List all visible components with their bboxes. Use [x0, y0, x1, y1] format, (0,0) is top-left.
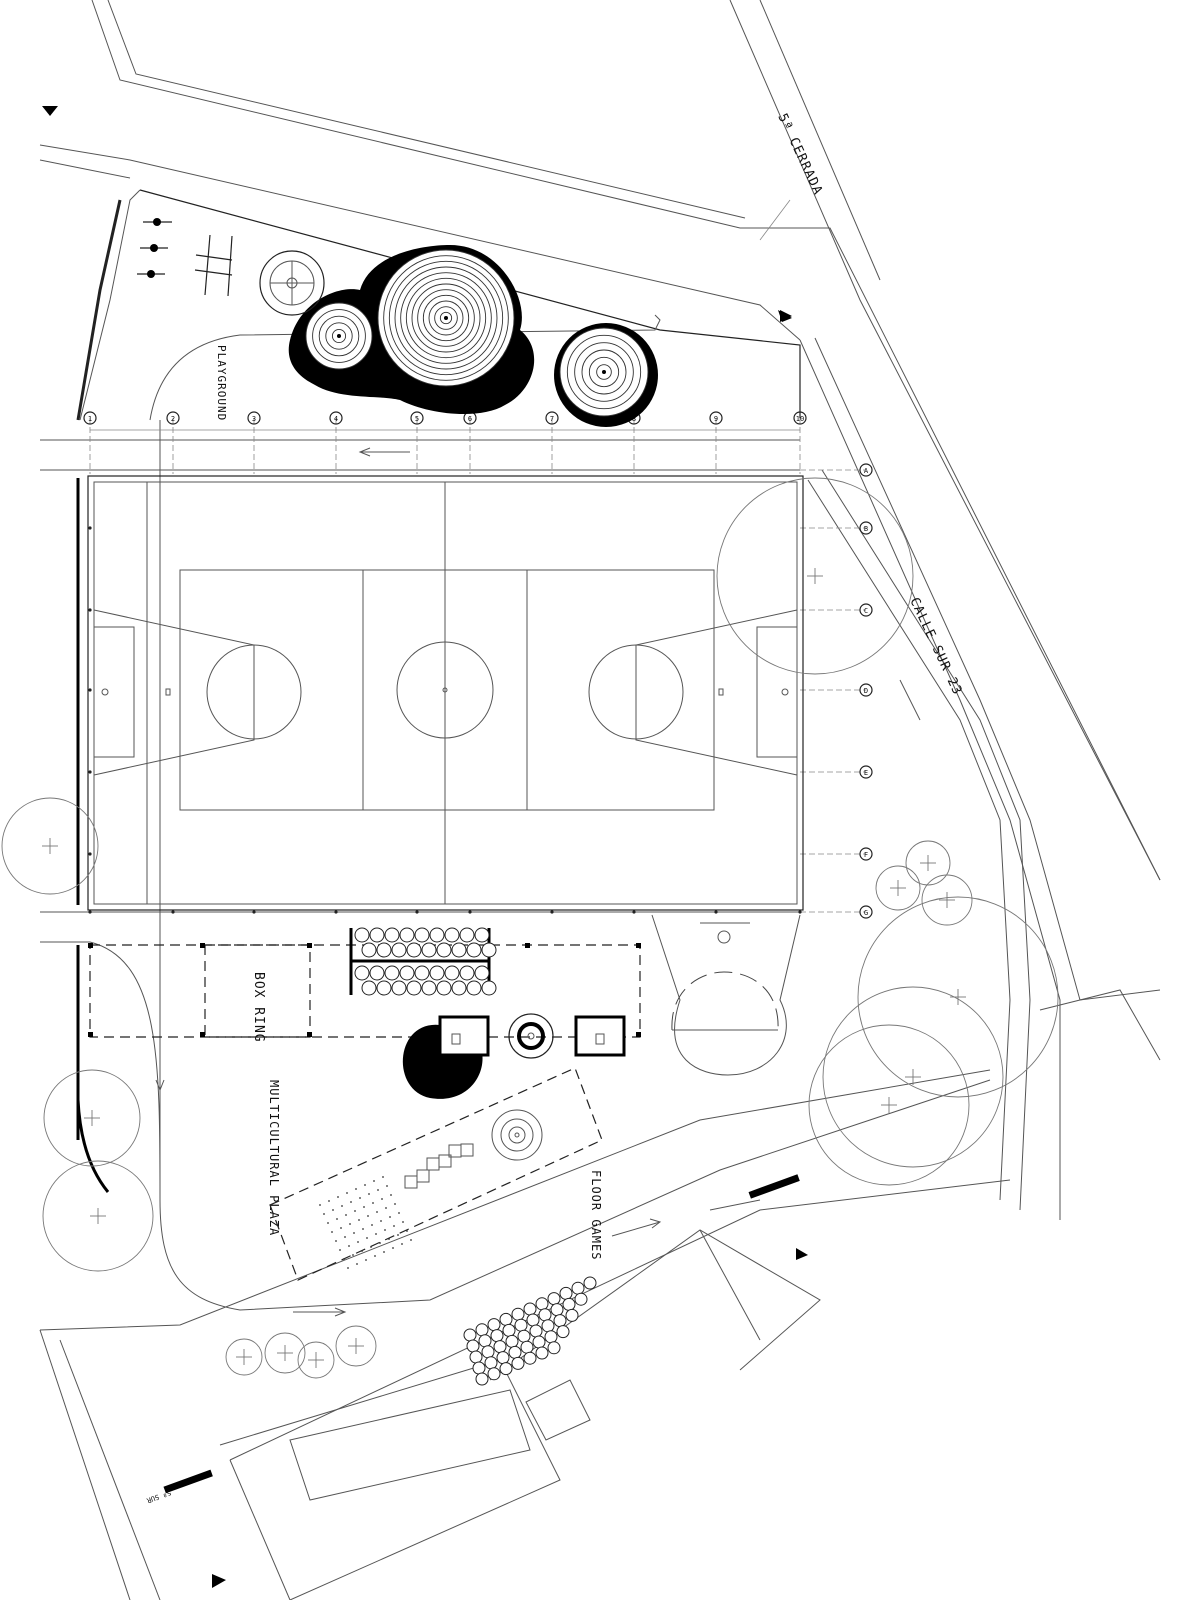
axis-marker-4: 4 — [329, 411, 343, 474]
direction-arrows — [42, 106, 921, 1588]
play-mound-icon — [305, 302, 373, 370]
play-mound-icon — [377, 249, 515, 387]
axis-marker-D: D — [800, 683, 873, 697]
svg-text:5: 5 — [415, 415, 419, 423]
carousel-icon — [259, 250, 325, 316]
plaza-area: BOX RING MULTICULTURAL PLAZA FLOOR GAMES — [88, 914, 801, 1494]
tree-icon — [857, 896, 1059, 1098]
axis-marker-7: 7 — [545, 411, 559, 474]
svg-text:2: 2 — [171, 415, 175, 423]
swing-icons — [137, 218, 172, 278]
box-ring-label: BOX RING — [251, 972, 266, 1043]
trees — [1, 477, 1059, 1379]
axis-marker-G: G — [800, 905, 873, 919]
svg-text:C: C — [864, 607, 868, 615]
playground-area: PLAYGROUND — [137, 218, 658, 427]
dot-grid-game — [319, 1176, 412, 1269]
tree-icon — [335, 1325, 377, 1367]
svg-text:4: 4 — [334, 415, 338, 423]
street-label-bottom: 5ª SUR — [145, 1488, 172, 1504]
axis-marker-5: 5 — [410, 411, 424, 474]
svg-text:1: 1 — [88, 415, 92, 423]
tree-icon — [264, 1332, 306, 1374]
axis-marker-B: B — [800, 521, 873, 535]
tree-icon — [42, 1160, 154, 1272]
svg-text:6: 6 — [468, 415, 472, 423]
axis-marker-3: 3 — [247, 411, 261, 474]
multicultural-plaza-label: MULTICULTURAL PLAZA — [267, 1080, 281, 1236]
svg-text:B: B — [864, 525, 868, 533]
axis-marker-C: C — [800, 603, 873, 617]
tree-icon — [808, 1024, 970, 1186]
tree-icon — [822, 986, 1004, 1168]
tree-icon — [297, 1341, 335, 1379]
tree-icon — [716, 477, 914, 675]
site-boundary — [40, 189, 1031, 1311]
tree-icon — [905, 840, 951, 886]
street-label-cerrada: 5ª CERRADA — [774, 111, 825, 197]
axis-marker-10: 10 — [793, 411, 807, 474]
svg-text:9: 9 — [714, 415, 718, 423]
tree-icon — [225, 1338, 263, 1376]
axis-marker-E: E — [800, 765, 873, 779]
seesaw-icon — [194, 234, 233, 297]
play-mound-icon — [559, 327, 649, 417]
svg-text:F: F — [864, 851, 868, 859]
axis-marker-6: 6 — [463, 411, 477, 474]
road-edges — [39, 0, 1161, 1600]
sports-court — [87, 475, 804, 914]
axis-marker-A: A — [800, 463, 873, 477]
axis-marker-F: F — [800, 847, 873, 861]
tree-icon — [875, 865, 921, 911]
svg-text:D: D — [864, 687, 868, 695]
axis-grid-right: A B C D E F G — [800, 463, 873, 919]
axis-marker-8: 8 — [627, 411, 641, 474]
svg-text:7: 7 — [550, 415, 554, 423]
svg-text:G: G — [864, 909, 868, 917]
svg-text:E: E — [864, 769, 868, 777]
tree-icon — [1, 797, 99, 895]
axis-marker-2: 2 — [166, 411, 180, 474]
svg-text:3: 3 — [252, 415, 256, 423]
tree-icon — [921, 874, 973, 926]
playground-label: PLAYGROUND — [215, 345, 228, 421]
floor-games-label: FLOOR GAMES — [589, 1170, 603, 1260]
svg-text:10: 10 — [796, 415, 804, 423]
svg-text:8: 8 — [632, 415, 636, 423]
tree-icon — [43, 1069, 141, 1167]
spiral-game-icon — [491, 1109, 543, 1161]
axis-grid-top: 1 2 3 4 5 6 7 8 9 10 — [83, 411, 807, 474]
axis-marker-9: 9 — [709, 411, 723, 474]
axis-marker-1: 1 — [83, 411, 97, 474]
svg-text:A: A — [864, 467, 869, 475]
hopscotch-icon — [404, 1143, 474, 1189]
